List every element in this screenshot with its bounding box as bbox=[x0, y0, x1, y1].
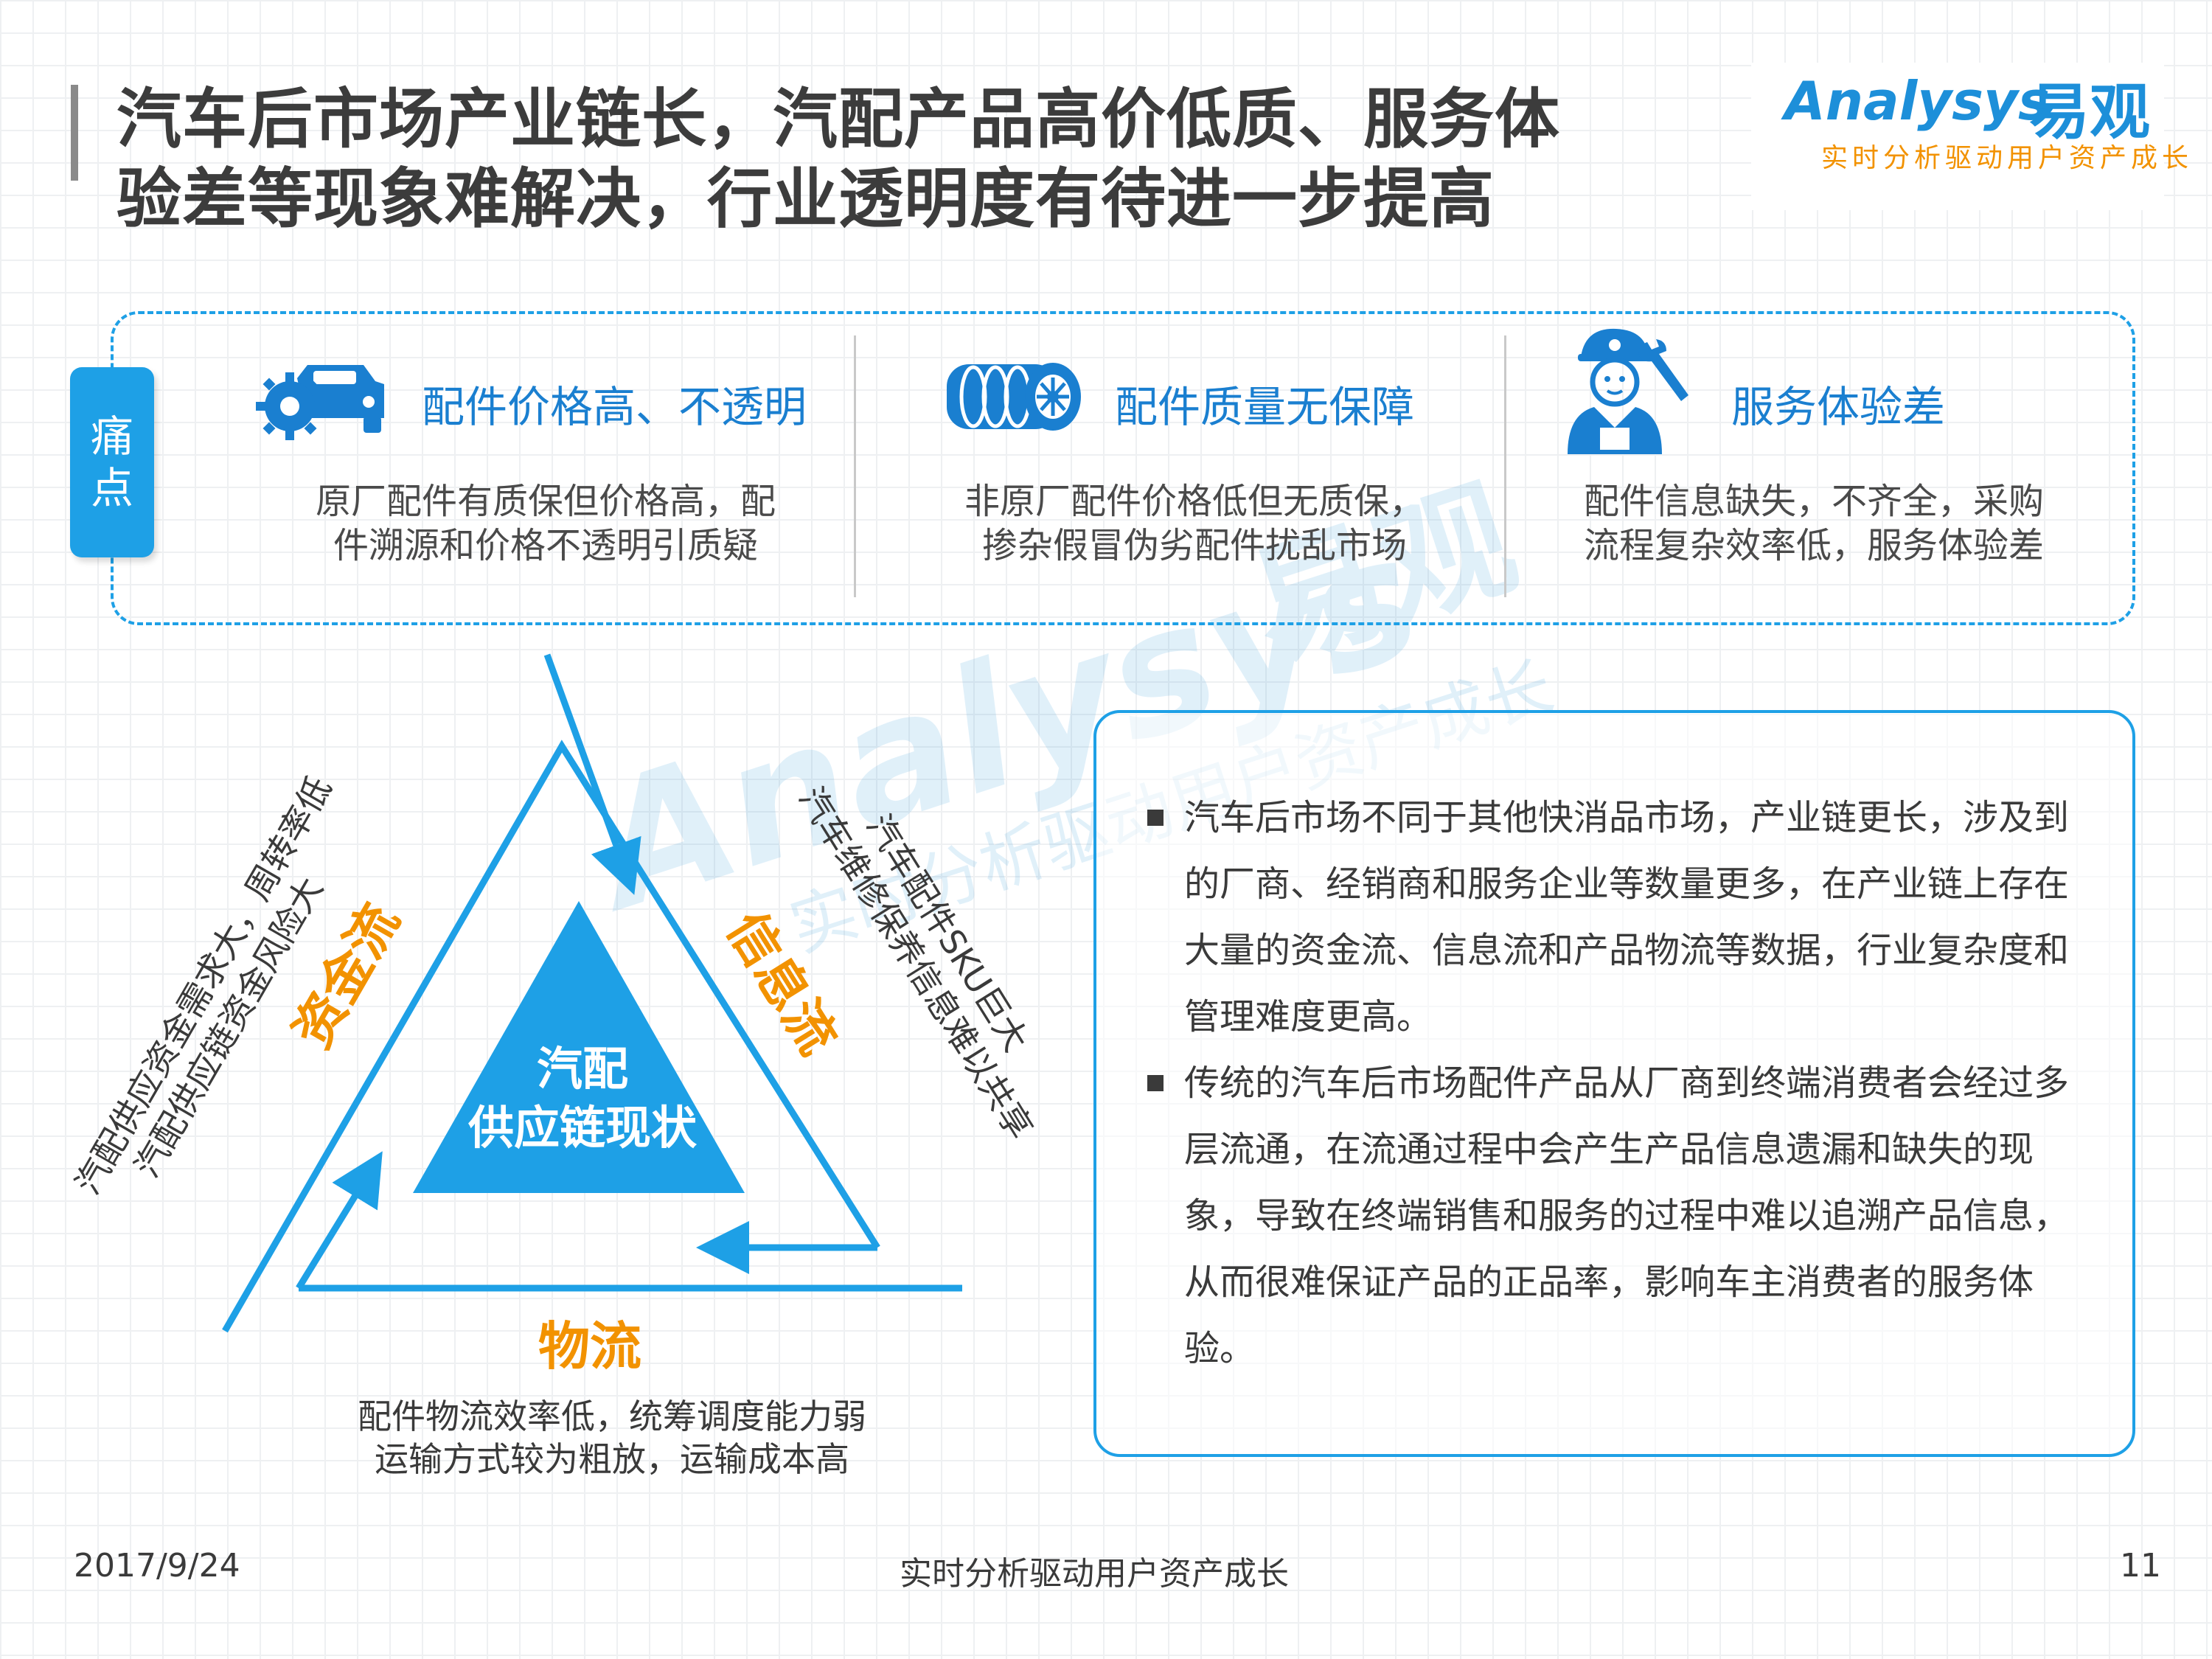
center-line-2: 供应链现状 bbox=[467, 1101, 697, 1155]
footer-slogan: 实时分析驱动用户资产成长 bbox=[900, 1555, 1289, 1593]
triangle-outline bbox=[222, 740, 880, 1333]
pain-title-quality: 配件质量无保障 bbox=[1115, 382, 1415, 432]
logistics-flow-title: 物流 bbox=[538, 1316, 641, 1377]
pain-divider bbox=[1504, 335, 1506, 597]
footer-date: 2017/9/24 bbox=[74, 1547, 240, 1585]
car-gear-icon bbox=[256, 365, 384, 440]
pain-desc-line: 流程复杂效率低，服务体验差 bbox=[1583, 525, 2044, 566]
pain-desc-line: 配件信息缺失，不齐全，采购 bbox=[1583, 481, 2044, 522]
pain-desc-price: 原厂配件有质保但价格高，配 件溯源和价格不透明引质疑 bbox=[280, 479, 811, 568]
capital-flow-arrow bbox=[296, 1151, 383, 1290]
page-title: 汽车后市场产业链长，汽配产品高价低质、服务体 验差等现象难解决，行业透明度有待进… bbox=[116, 80, 1775, 239]
logistics-flow-desc: 配件物流效率低，统筹调度能力弱 运输方式较为粗放，运输成本高 bbox=[317, 1395, 907, 1481]
info-flow-arrow bbox=[543, 653, 641, 895]
center-triangle bbox=[413, 901, 745, 1193]
title-accent-bar bbox=[71, 85, 78, 181]
page-number: 11 bbox=[2120, 1547, 2161, 1585]
pain-desc-quality: 非原厂配件价格低但无质保， 掺杂假冒伪劣配件扰乱市场 bbox=[900, 479, 1489, 568]
title-line-2: 验差等现象难解决，行业透明度有待进一步提高 bbox=[116, 161, 1495, 237]
mechanic-icon bbox=[1568, 328, 1688, 454]
logistics-desc-line: 配件物流效率低，统筹调度能力弱 bbox=[358, 1397, 866, 1436]
pain-desc-line: 原厂配件有质保但价格高，配 bbox=[315, 481, 776, 522]
logo-wordmark: Analysys bbox=[1784, 70, 2050, 132]
pain-desc-line: 非原厂配件价格低但无质保， bbox=[964, 481, 1425, 522]
supply-chain-center-label: 汽配 供应链现状 bbox=[420, 1040, 745, 1158]
pain-title-service: 服务体验差 bbox=[1731, 382, 1946, 432]
logo-chinese: 易观 bbox=[2029, 77, 2151, 147]
logo-tagline: 实时分析驱动用户资产成长 bbox=[1821, 143, 2194, 173]
pain-points-tag: 痛 点 bbox=[70, 367, 154, 557]
center-line-1: 汽配 bbox=[536, 1042, 628, 1096]
bullet-square-icon bbox=[1147, 810, 1164, 826]
analysis-panel bbox=[1093, 710, 2135, 1457]
analysis-bullet-2: 传统的汽车后市场配件产品从厂商到终端消费者会经过多层流通，在流通过程中会产生产品… bbox=[1184, 1062, 2070, 1369]
pain-divider bbox=[854, 335, 856, 597]
pain-desc-service: 配件信息缺失，不齐全，采购 流程复杂效率低，服务体验差 bbox=[1548, 479, 2079, 568]
pain-tag-char-1: 痛 bbox=[90, 411, 133, 462]
pain-tag-char-2: 点 bbox=[90, 463, 133, 513]
pain-desc-line: 件溯源和价格不透明引质疑 bbox=[333, 525, 758, 566]
pain-title-price: 配件价格高、不透明 bbox=[422, 382, 807, 432]
title-line-1: 汽车后市场产业链长，汽配产品高价低质、服务体 bbox=[116, 81, 1561, 157]
tires-icon bbox=[947, 363, 1081, 431]
pain-desc-line: 掺杂假冒伪劣配件扰乱市场 bbox=[981, 525, 1407, 566]
logo bbox=[1751, 63, 2164, 210]
analysis-bullet-1: 汽车后市场不同于其他快消品市场，产业链更长，涉及到的厂商、经销商和服务企业等数量… bbox=[1184, 797, 2070, 1037]
bullet-square-icon bbox=[1147, 1075, 1164, 1091]
logistics-desc-line: 运输方式较为粗放，运输成本高 bbox=[375, 1439, 849, 1479]
